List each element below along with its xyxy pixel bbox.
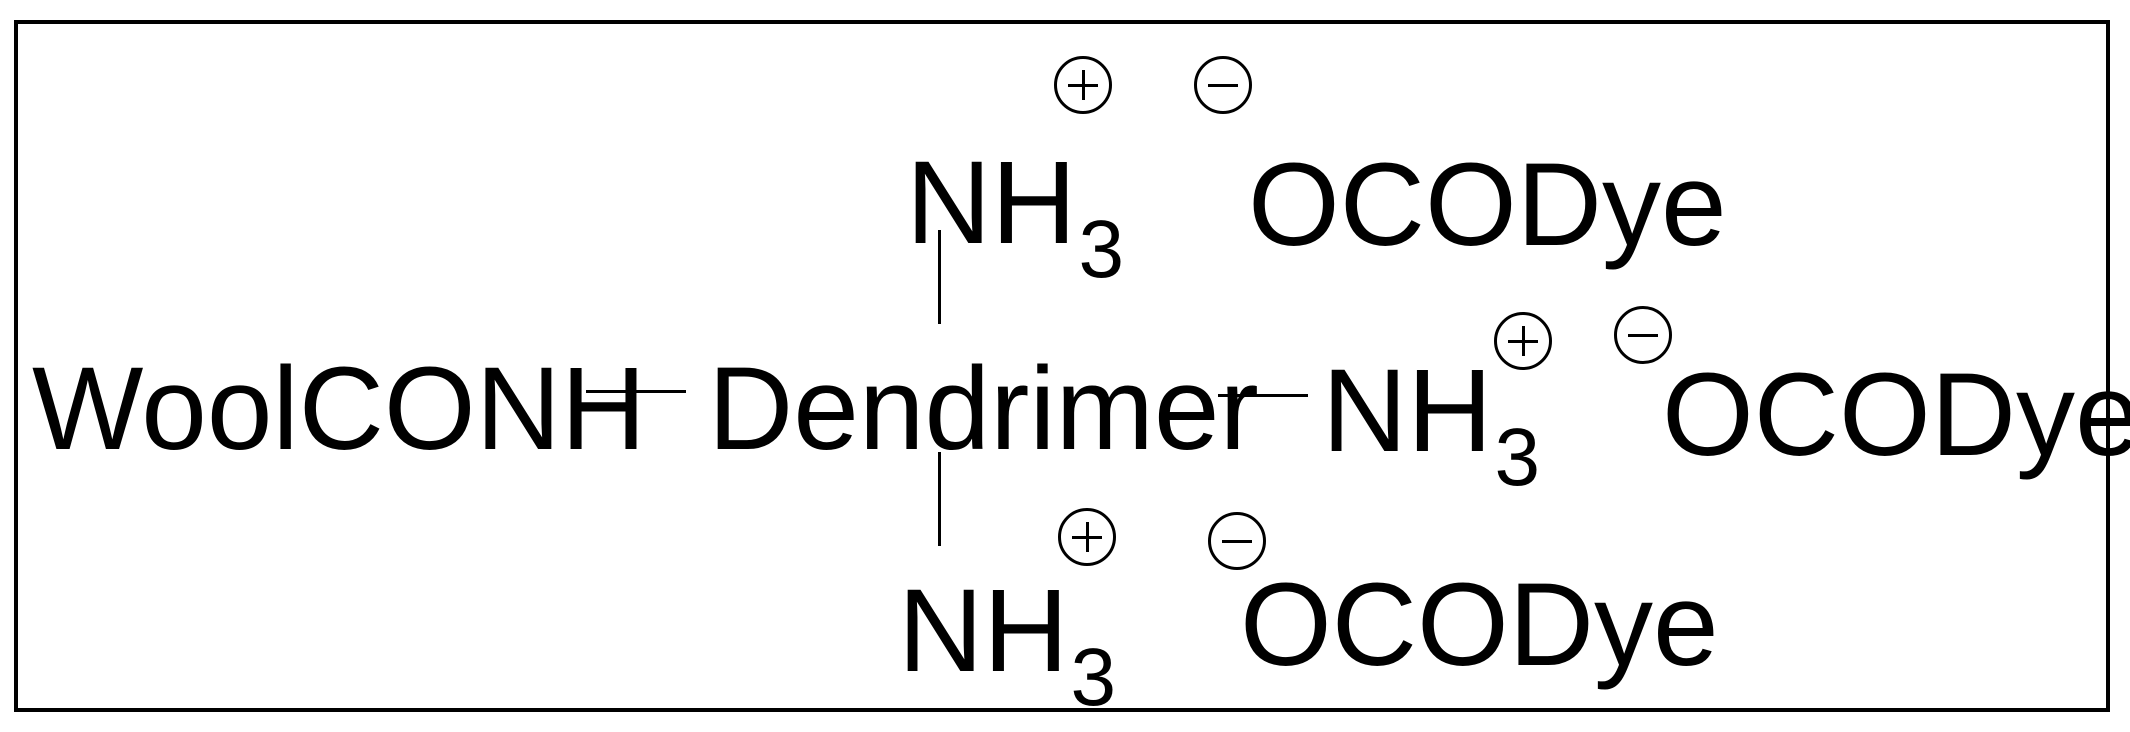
- top-counter-ion-label: OCODye: [1248, 139, 1727, 271]
- bottom-counter-ion-label: OCODye: [1240, 559, 1719, 691]
- top-branch-bond: [938, 230, 941, 324]
- top-plus-charge-icon: [1054, 56, 1112, 114]
- bottom-amine-nh: NH: [898, 565, 1069, 697]
- bottom-minus-charge-icon: [1208, 512, 1266, 570]
- wool-dendrimer-bond: [586, 390, 686, 393]
- top-minus-charge-icon: [1194, 56, 1252, 114]
- right-amine-nh: NH: [1322, 345, 1493, 477]
- bottom-amine-subscript: 3: [1070, 632, 1117, 723]
- bottom-branch-bond: [938, 452, 941, 546]
- right-amine-label: NH3: [1322, 352, 1540, 499]
- top-amine-nh: NH: [906, 137, 1077, 269]
- top-amine-subscript: 3: [1078, 204, 1125, 295]
- right-amine-subscript: 3: [1494, 412, 1541, 503]
- dendrimer-right-bond: [1218, 394, 1308, 397]
- right-minus-charge-icon: [1614, 306, 1672, 364]
- top-amine-label: NH3: [906, 144, 1124, 291]
- bottom-amine-label: NH3: [898, 572, 1116, 719]
- dendrimer-label: Dendrimer: [708, 343, 1259, 475]
- right-plus-charge-icon: [1494, 312, 1552, 370]
- bottom-plus-charge-icon: [1058, 508, 1116, 566]
- wool-conh-label: WoolCONH: [32, 343, 647, 475]
- right-counter-ion-label: OCODye: [1662, 349, 2130, 481]
- diagram-frame: [14, 20, 2110, 712]
